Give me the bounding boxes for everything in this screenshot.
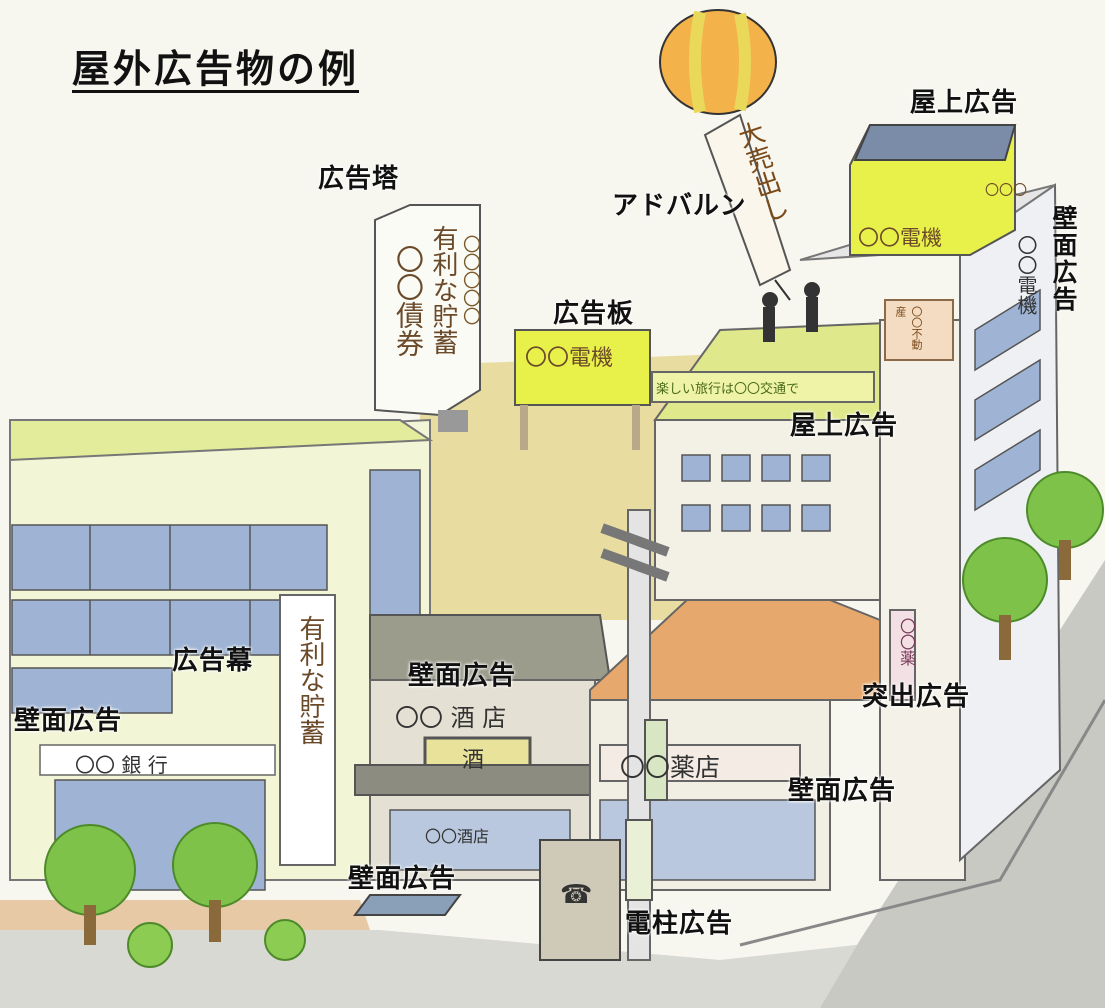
right-building	[879, 319, 966, 881]
billboard-text: 〇〇電機	[525, 346, 614, 371]
balloon-stripe-2	[734, 12, 751, 112]
bank-roof	[9, 419, 434, 462]
pole-crossarm-2	[600, 548, 670, 582]
trees	[44, 471, 1104, 968]
balloon	[659, 9, 777, 115]
liquor-plate-text: 酒	[462, 748, 485, 773]
tall-windows	[974, 288, 1041, 512]
ad-tower-base	[438, 410, 468, 432]
liquor-awning	[354, 764, 596, 796]
liquor-store-name: 〇〇 酒 店	[395, 704, 507, 732]
guard-rail	[739, 699, 1105, 947]
rooftop-banner-board	[651, 371, 875, 403]
pole-sign	[644, 719, 668, 801]
worker-figure-2	[804, 282, 820, 298]
billboard-leg-right	[632, 405, 640, 450]
label-ad-balloon: アドバルン	[612, 191, 747, 221]
phone-booth-icon: ☎	[560, 880, 593, 910]
tower-text-1: 有利な貯蓄	[428, 225, 458, 355]
curtain-text: 有利な貯蓄	[295, 615, 325, 745]
balloon-stripe	[689, 10, 706, 114]
liquor-window-text: 〇〇酒店	[425, 827, 490, 846]
rooftop-banner-text: 楽しい旅行は〇〇交通で	[656, 382, 800, 397]
tall-building-sign-text: 〇〇電機	[1014, 235, 1038, 315]
billboard	[514, 329, 651, 406]
label-rooftop-top: 屋上広告	[910, 88, 1019, 118]
label-utility-pole: 電柱広告	[625, 909, 734, 939]
rooftop-box-side-text: 〇〇〇	[985, 183, 1027, 199]
label-projecting: 突出広告	[862, 682, 971, 712]
tower-text-2: 〇〇債券	[392, 245, 425, 357]
planting-strip	[0, 900, 370, 930]
phone-booth	[539, 839, 621, 961]
label-wall-left: 壁面広告	[14, 706, 123, 736]
label-ad-curtain: 広告幕	[172, 646, 254, 676]
orange-sign	[884, 299, 954, 361]
bench	[353, 894, 462, 916]
ad-curtain-board	[279, 594, 336, 866]
bank-sign-board	[39, 744, 276, 776]
worker-figure	[762, 292, 778, 308]
label-wall-right: 壁面広告	[1049, 205, 1078, 313]
diagram-title: 屋外広告物の例	[72, 47, 360, 91]
label-wall-pharmacy: 壁面広告	[788, 776, 897, 806]
rooftop-box-text: 〇〇電機	[858, 226, 942, 250]
balloon-banner	[703, 113, 792, 287]
street	[0, 820, 1105, 1008]
label-wall-bottom: 壁面広告	[348, 864, 457, 894]
bank-name: 〇〇 銀 行	[75, 753, 168, 777]
tower-side-text: 〇〇〇〇〇	[460, 235, 481, 325]
billboard-leg-left	[520, 405, 528, 450]
label-rooftop-mid: 屋上広告	[790, 411, 899, 441]
label-billboard: 広告板	[553, 299, 635, 329]
ad-tower	[374, 204, 481, 417]
pole-ad-plate	[625, 819, 653, 901]
middle-windows	[681, 454, 831, 532]
rooftop-box-top	[853, 124, 1017, 161]
label-ad-tower: 広告塔	[318, 164, 400, 194]
label-wall-center: 壁面広告	[408, 661, 517, 691]
pharmacy-name: 〇〇薬店	[620, 753, 721, 782]
projecting-sign-text: 〇〇薬	[897, 618, 916, 666]
projecting-sign	[889, 609, 916, 701]
pole-crossarm	[600, 523, 670, 557]
orange-sign-text: 〇〇不動産	[894, 306, 923, 350]
